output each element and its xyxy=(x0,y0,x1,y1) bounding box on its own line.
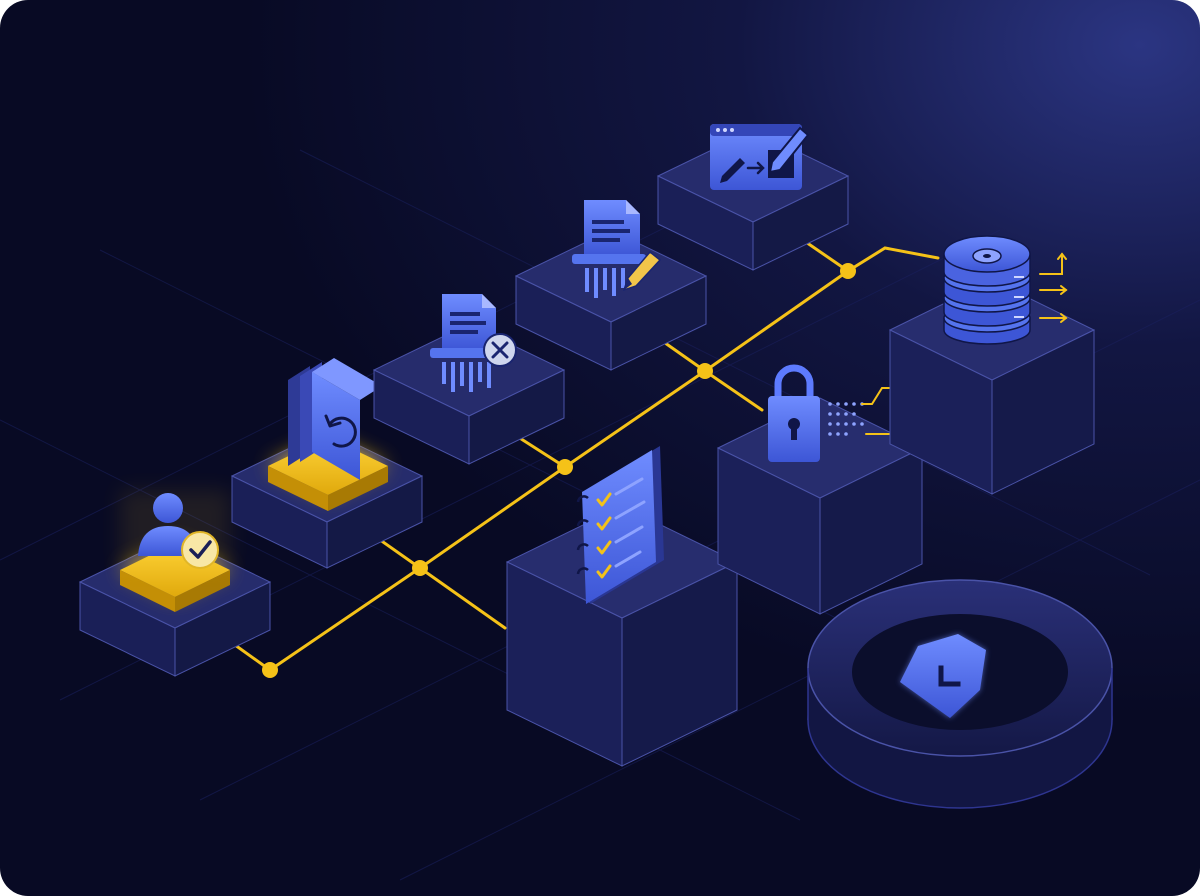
shredder-edit-icon xyxy=(572,200,662,298)
checklist-notebook-icon xyxy=(576,446,664,604)
shield-icon xyxy=(900,634,986,718)
document-undo-icon xyxy=(288,358,382,480)
database-disk-icon xyxy=(943,235,1068,345)
connector-junctions xyxy=(262,263,856,678)
padlock-icon xyxy=(768,364,902,462)
window-edit-icon xyxy=(710,124,810,190)
user-check-icon xyxy=(138,493,219,569)
shredder-delete-icon xyxy=(430,294,517,392)
platform-document-shred-edit xyxy=(514,229,708,371)
